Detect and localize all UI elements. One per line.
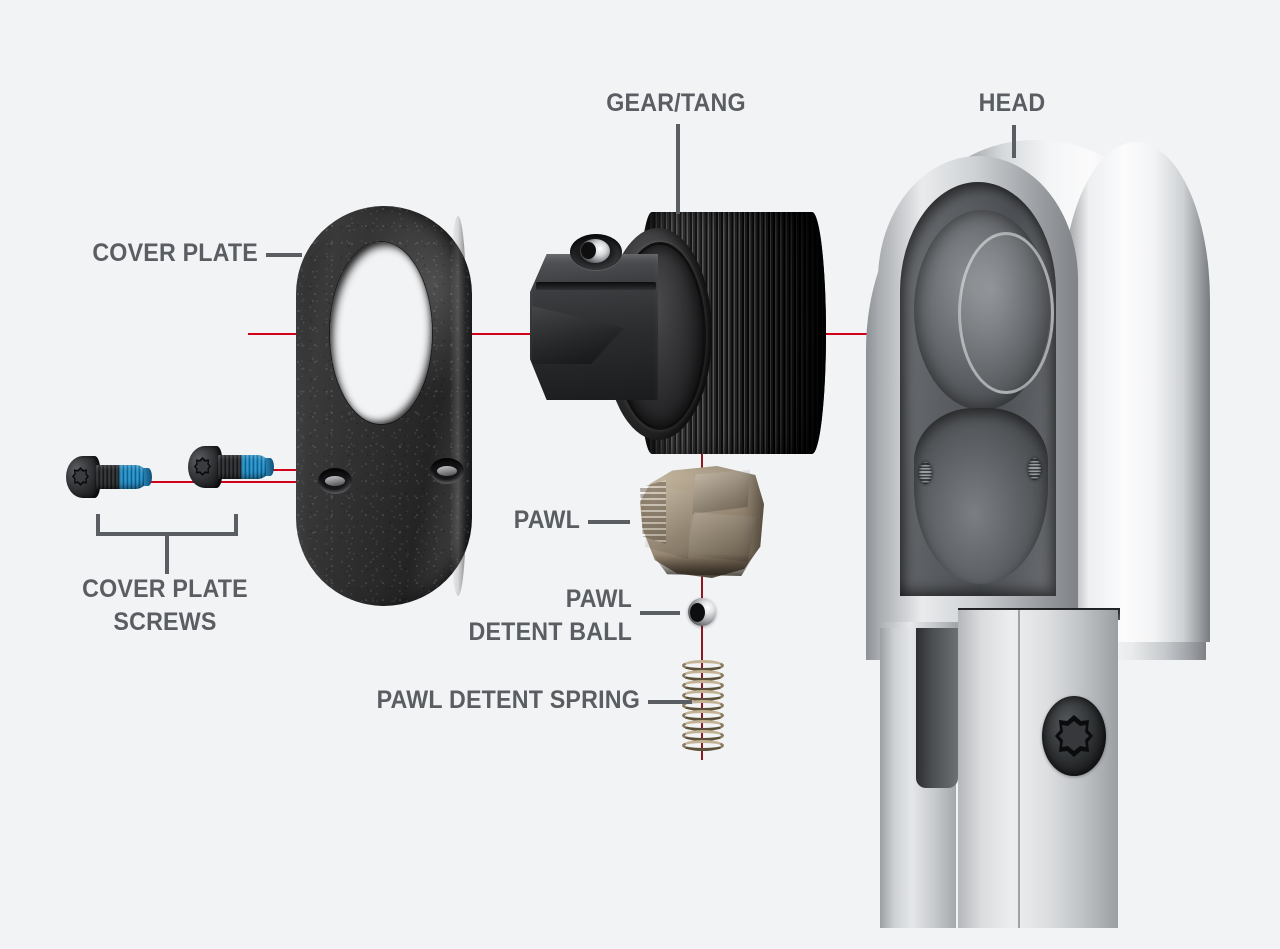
label-cover-plate-screws: COVER PLATE SCREWS	[82, 575, 248, 636]
pawl-shadow-edge	[652, 554, 754, 576]
leader-pawl	[588, 520, 630, 524]
cover-plate-drive-hole	[330, 242, 432, 424]
head-screw-boss-right	[1028, 458, 1041, 480]
spring-coil	[682, 740, 724, 751]
leader-bracket-stem	[165, 534, 169, 574]
head-screw-boss-left	[919, 462, 932, 484]
screw-threadlocker-patch	[241, 455, 269, 479]
screw-threadlocker-patch	[119, 465, 147, 489]
tang-detent-ball	[580, 239, 610, 263]
leader-cover-plate	[266, 253, 302, 257]
screw-tip	[144, 468, 152, 486]
square-drive-tang	[530, 254, 658, 400]
leader-head	[1012, 125, 1016, 158]
head-part	[866, 140, 1210, 928]
label-pawl-detent-ball: PAWL DETENT BALL	[468, 585, 632, 646]
head-pawl-pocket	[914, 408, 1048, 584]
torx-recess-icon	[193, 456, 212, 477]
leader-pawl-detent-spring	[648, 700, 692, 704]
pawl-facet-bottom	[686, 512, 756, 562]
label-head: HEAD	[978, 89, 1046, 117]
handle-seam	[1018, 610, 1020, 928]
label-cover-plate: COVER PLATE	[92, 239, 258, 267]
screw-axis-line-lower	[118, 481, 344, 483]
cover-plate-part	[296, 206, 472, 606]
leader-bracket-cover-plate-screws	[96, 514, 238, 536]
screw-tip	[266, 458, 274, 476]
pawl-detent-ball-part	[688, 598, 716, 626]
tang-parting-line	[536, 282, 656, 290]
cover-plate-screw-hole-left	[318, 468, 352, 494]
head-polished-side	[1062, 142, 1210, 642]
leader-gear-tang	[676, 124, 680, 214]
handle-shank-right	[958, 610, 1118, 928]
torx-recess-icon	[71, 466, 90, 487]
pawl-teeth	[640, 480, 666, 544]
screw-shank	[217, 455, 245, 479]
pawl-detent-spring-part	[682, 660, 724, 760]
label-pawl: PAWL	[513, 506, 580, 534]
head-gear-bore-ring	[958, 232, 1054, 394]
handle-torx-screw	[1042, 696, 1106, 776]
leader-pawl-detent-ball	[640, 611, 680, 615]
screw-shank	[95, 465, 123, 489]
pawl-part	[640, 466, 764, 578]
cover-plate-screw-hole-right	[430, 458, 464, 484]
gear-tang-part	[530, 212, 830, 454]
handle-notch	[916, 628, 958, 788]
pawl-facet-left	[645, 486, 692, 559]
label-gear-tang: GEAR/TANG	[606, 89, 746, 117]
torx-recess-icon	[1054, 712, 1094, 760]
label-pawl-detent-spring: PAWL DETENT SPRING	[376, 686, 640, 714]
cover-plate-edge-highlight	[450, 216, 466, 596]
pawl-facet-top	[692, 470, 750, 514]
